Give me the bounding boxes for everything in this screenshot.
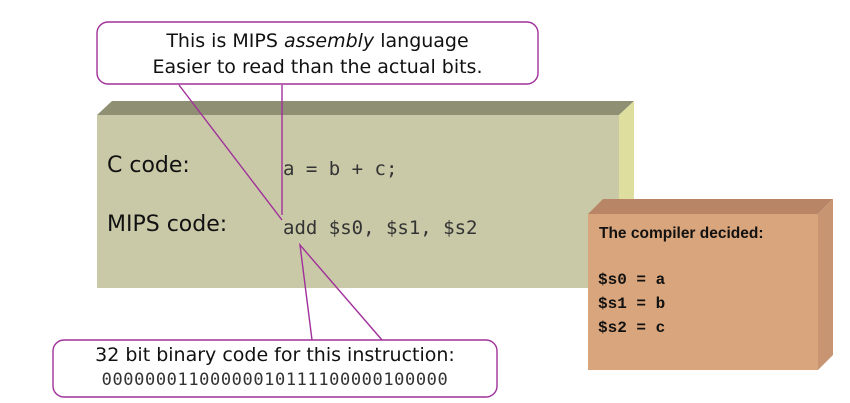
top-callout-suffix: language [374, 30, 469, 52]
mapping-s1: $s1 = b [598, 295, 666, 313]
top-callout-prefix: This is MIPS [166, 30, 284, 52]
compiler-box-front-face [588, 214, 818, 370]
compiler-box-top-face [588, 199, 833, 214]
code-box-front-face [97, 115, 619, 288]
compiler-box-side-face [818, 199, 833, 370]
binary-callout-bits: 00000001100000010111100000100000 [101, 370, 449, 390]
code-box [97, 101, 634, 288]
top-callout-line2: Easier to read than the actual bits. [152, 56, 483, 78]
code-box-top-face [97, 101, 634, 115]
mapping-s0: $s0 = a [598, 271, 666, 289]
c-code-label: C code: [107, 153, 190, 178]
compiler-box [588, 199, 833, 370]
c-code-value: a = b + c; [283, 158, 398, 180]
mips-code-label: MIPS code: [107, 212, 228, 237]
binary-callout-shape [52, 242, 498, 398]
mapping-s2: $s2 = c [598, 319, 666, 337]
compiler-box-title: The compiler decided: [599, 225, 764, 242]
top-callout-line1: This is MIPS assembly language [97, 28, 538, 54]
compiler-mappings: $s0 = a $s1 = b $s2 = c [598, 268, 665, 340]
top-callout-shape [96, 21, 539, 221]
mips-code-value: add $s0, $s1, $s2 [283, 217, 478, 239]
binary-callout-title: 32 bit binary code for this instruction: [95, 344, 455, 366]
top-callout: This is MIPS assembly language Easier to… [97, 28, 538, 80]
top-callout-emphasis: assembly [283, 30, 375, 52]
